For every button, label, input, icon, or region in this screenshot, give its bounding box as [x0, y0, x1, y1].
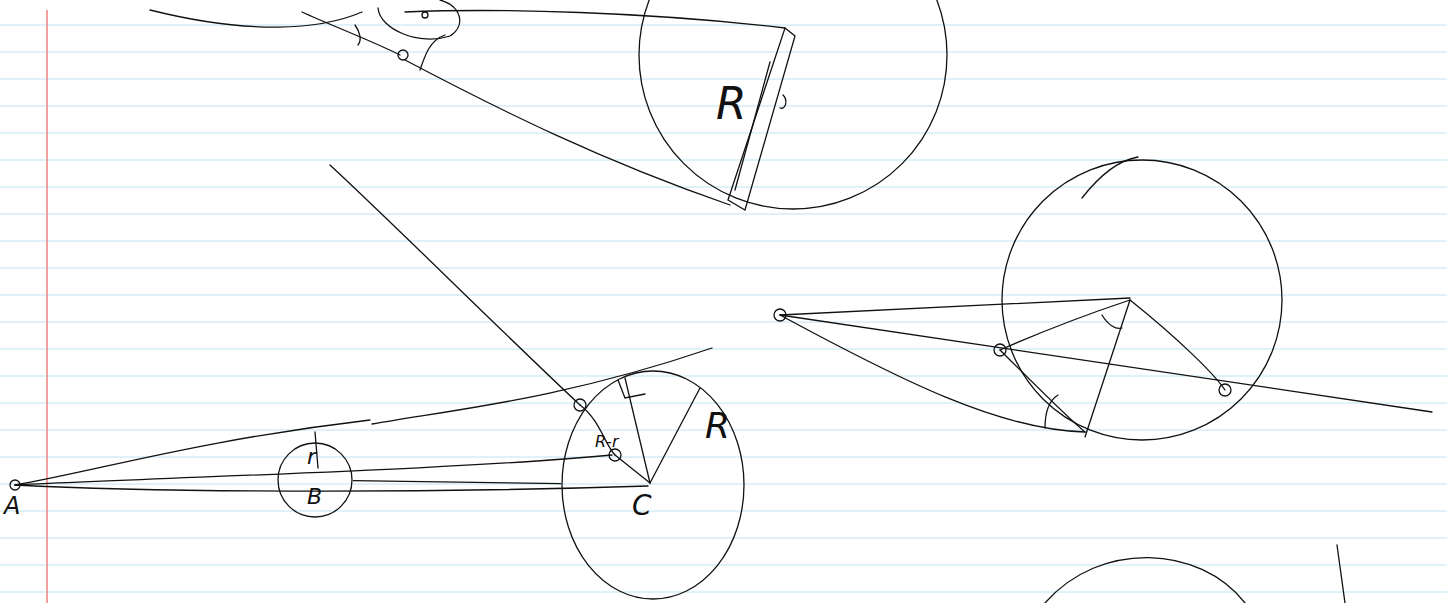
sketch-line: [780, 315, 1085, 432]
radius-line: [650, 388, 700, 483]
angle-arc: [1045, 395, 1058, 428]
tangent-line: [405, 11, 785, 28]
angle-arc: [420, 35, 445, 70]
point-mark: [994, 344, 1006, 356]
circle-outline: [1002, 160, 1282, 440]
point-mark: [398, 50, 408, 60]
circle-stroke: [639, 0, 947, 209]
math-symbol: B: [307, 486, 322, 508]
angle-arc: [1102, 315, 1122, 328]
right-angle-mark: [618, 380, 645, 398]
tangent-line: [372, 348, 712, 424]
tangent-line: [405, 60, 730, 205]
sketch-line: [1130, 300, 1225, 390]
circle-node: R: [638, 0, 948, 210]
tangent-line: [15, 420, 370, 485]
circle-outline: [561, 370, 745, 600]
math-symbol: R: [705, 408, 730, 444]
point-mark: [574, 399, 586, 411]
math-symbol: C: [632, 492, 652, 520]
point-mark: [10, 480, 20, 490]
math-symbol: R-r: [595, 434, 618, 450]
margin-line: [46, 10, 48, 603]
sketch-line: [1337, 545, 1345, 603]
circle-node: R-r R C: [561, 370, 745, 600]
center-line: [15, 485, 648, 491]
circle-outline: [638, 0, 948, 210]
point-label: A: [4, 494, 20, 518]
circle-node: rB: [277, 442, 353, 518]
math-symbol: R: [716, 82, 747, 126]
angle-arc: [378, 0, 460, 39]
angle-arc: [355, 25, 360, 45]
ruled-lines: [0, 25, 1447, 592]
math-symbol: r: [307, 446, 316, 468]
sketch-line: [780, 298, 1130, 315]
sketch-line: [330, 165, 580, 405]
point-mark: [1219, 384, 1231, 396]
circle-stroke: [562, 371, 744, 599]
sketch-line: [302, 12, 400, 55]
radius-line: [625, 378, 650, 483]
sketch-mark: [780, 95, 786, 108]
point-mark: [774, 309, 786, 321]
sketch-line: [1000, 300, 1130, 350]
sketch-arc: [1082, 157, 1138, 198]
connector-line: [353, 481, 561, 484]
circle-stroke: [278, 443, 352, 517]
sketch-line: [1000, 350, 1085, 432]
sketch-line: [1085, 300, 1130, 437]
secant-line: [780, 315, 1432, 412]
point-mark: [609, 449, 621, 461]
point-mark: [422, 12, 428, 18]
sketch-arc: [1045, 558, 1245, 603]
